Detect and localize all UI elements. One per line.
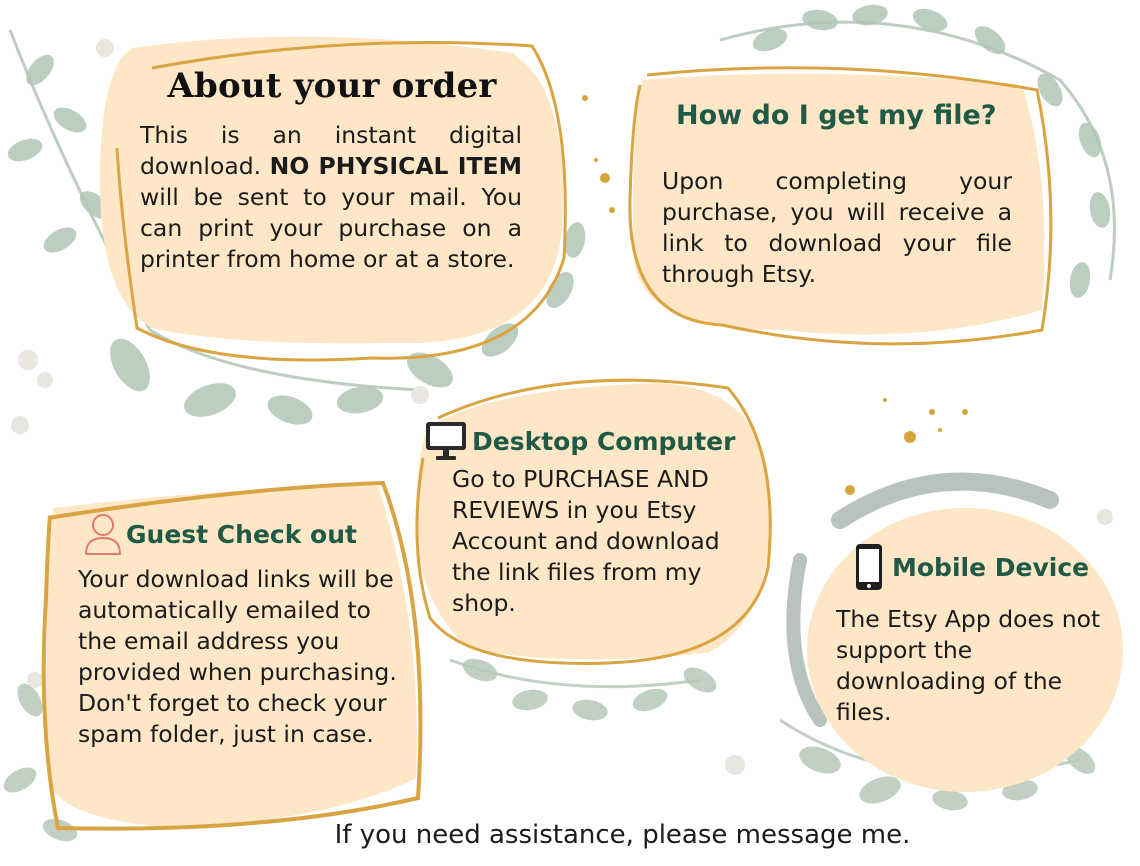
phone-icon <box>856 544 882 590</box>
about-text: This is an instant digital download. NO … <box>140 120 522 275</box>
card-blob <box>415 378 772 665</box>
desktop-title: Desktop Computer <box>472 426 736 456</box>
mobile-title: Mobile Device <box>892 552 1090 582</box>
get-file-title: How do I get my file? <box>676 100 997 131</box>
desktop-text: Go to PURCHASE AND REVIEWS in you Etsy A… <box>452 465 720 617</box>
card-blob <box>628 66 1053 346</box>
card-blob <box>99 36 567 362</box>
card-blob <box>41 480 423 831</box>
mobile-device-card: Mobile Device The Etsy App does not supp… <box>800 500 1123 800</box>
about-text-start: This is an instant digital download. <box>140 121 522 180</box>
about-title: About your order <box>167 66 497 106</box>
mobile-text: The Etsy App does not support the downlo… <box>836 605 1101 726</box>
person-icon <box>84 514 122 555</box>
get-file-card: How do I get my file? Upon completing yo… <box>622 60 1053 360</box>
about-order-card: About your order This is an instant digi… <box>92 28 572 368</box>
guest-title: Guest Check out <box>126 519 357 549</box>
guest-checkout-card: Guest Check out Your download links will… <box>38 478 428 838</box>
about-text-end: will be sent to your mail. You can print… <box>140 183 522 273</box>
get-file-text: Upon completing your purchase, you will … <box>662 167 1012 288</box>
desktop-card: Desktop Computer Go to PURCHASE AND REVI… <box>408 368 778 668</box>
card-blob <box>807 508 1123 792</box>
guest-text: Your download links will be automaticall… <box>78 565 397 748</box>
footer-message: If you need assistance, please message m… <box>334 820 911 850</box>
about-text-bold: NO PHYSICAL ITEM <box>269 152 522 180</box>
monitor-icon <box>426 422 466 460</box>
